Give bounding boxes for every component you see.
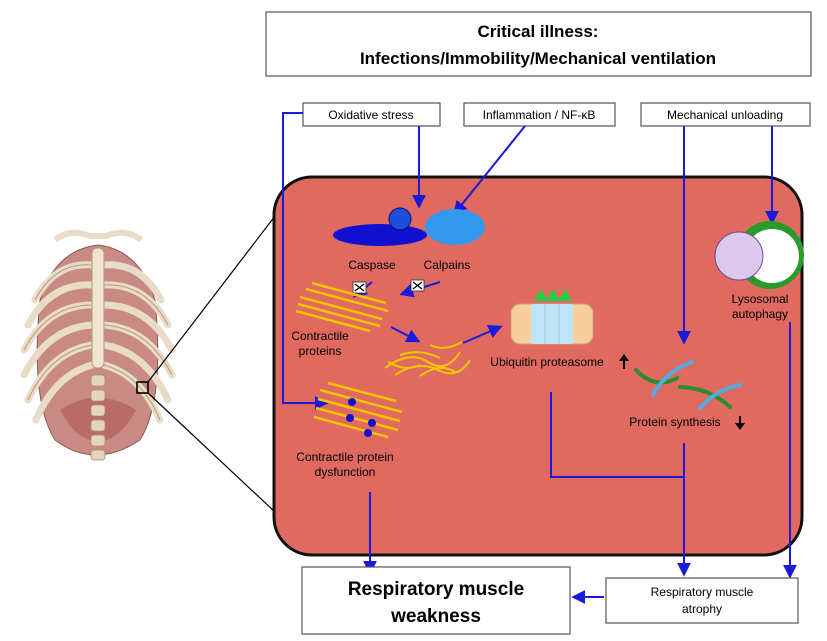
lysosome-icon [714, 221, 804, 289]
arrow-oxidative-to-dysfunction [282, 112, 329, 410]
zoom-line-bottom [147, 392, 276, 513]
mechanical-unloading-box [640, 102, 811, 127]
scissors-icon [410, 279, 425, 292]
header-box [265, 11, 812, 77]
respiratory-atrophy-box [605, 577, 799, 624]
arrow-fragments-to-proteasome [462, 325, 503, 344]
fragmented-proteins [384, 341, 471, 377]
oxidative-stress-label: Oxidative stress [328, 108, 413, 122]
ubiquitin-proteasome-label: Ubiquitin proteasome [490, 355, 604, 369]
atrophy-line1: Respiratory muscle [651, 585, 754, 599]
mechanical-unloading-label: Mechanical unloading [667, 108, 783, 122]
weakness-line2: weakness [390, 606, 481, 627]
arrow-inflammation-to-calpains [453, 125, 526, 216]
calpains-label: Calpains [424, 258, 471, 272]
pathway-arrows [282, 112, 797, 604]
weakness-line1: Respiratory muscle [348, 579, 524, 600]
atrophy-line2: atrophy [682, 602, 722, 616]
contractile-fiber-bundle [295, 281, 389, 333]
respiratory-weakness-box [301, 566, 571, 635]
inflammation-label: Inflammation / NF-κB [483, 108, 596, 122]
caspase-label: Caspase [348, 258, 396, 272]
caspase-subunit [388, 207, 412, 231]
dysfunctional-fiber-bundle [313, 381, 403, 439]
dysfunction-line1: Contractile protein [296, 450, 393, 464]
contractile-proteins-line1: Contractile [291, 329, 349, 343]
oxidative-stress-box [302, 102, 441, 127]
calpains-shape [425, 209, 485, 245]
scissors-icon [352, 281, 367, 294]
zoom-region-marker [136, 381, 149, 394]
arrow-proteins-to-fragments [390, 326, 421, 343]
dysfunction-line2: dysfunction [315, 465, 376, 479]
thorax-illustration [20, 229, 176, 461]
header-line1: Critical illness: [478, 22, 599, 41]
header-line2: Infections/Immobility/Mechanical ventila… [360, 49, 716, 68]
lysosomal-line2: autophagy [732, 307, 788, 321]
inflammation-box [463, 102, 616, 127]
lysosomal-line1: Lysosomal [732, 292, 789, 306]
protein-synthesis-label: Protein synthesis [629, 415, 720, 429]
caspase-shape [333, 224, 427, 246]
zoom-line-top [147, 215, 276, 383]
down-arrow-icon [735, 416, 745, 430]
contractile-proteins-line2: proteins [299, 344, 342, 358]
protein-synthesis-strands [634, 360, 742, 410]
proteasome-icon [510, 289, 594, 345]
up-arrow-icon [619, 354, 629, 369]
line-proteasome-join [550, 392, 684, 478]
muscle-cell [272, 175, 804, 557]
